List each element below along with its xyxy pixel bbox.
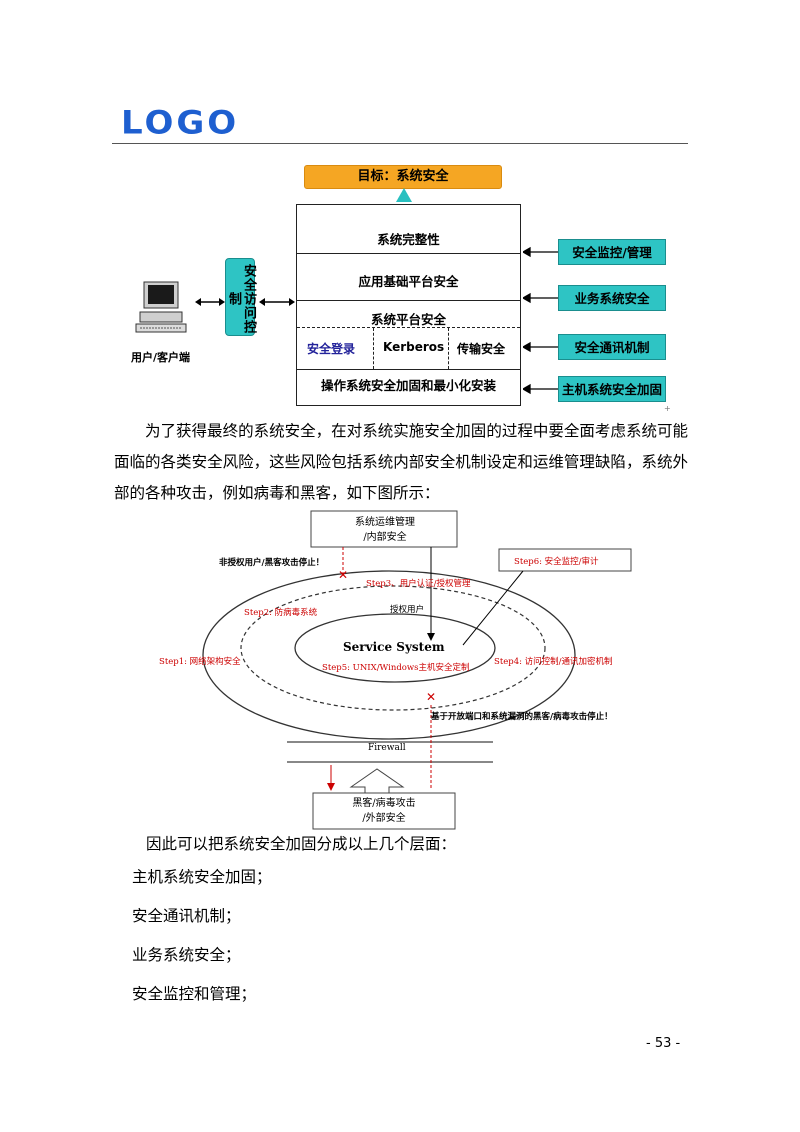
- summary-item: 主机系统安全加固；: [132, 868, 272, 886]
- summary-item: 业务系统安全；: [132, 946, 241, 964]
- computer-icon: [135, 281, 187, 333]
- step5-label: Step5: UNIX/Windows主机安全定制: [322, 663, 470, 673]
- layer-system-platform: 系统平台安全: [370, 312, 446, 327]
- top-box-line-2: /内部安全: [363, 532, 407, 543]
- inner-ring: [294, 613, 496, 683]
- business-security-box: 业务系统安全: [558, 285, 666, 311]
- goal-box: 目标：系统安全: [304, 165, 502, 189]
- access-control-box: 安全访问控制: [225, 258, 256, 336]
- cell-secure-login: 安全登录: [307, 342, 356, 356]
- double-arrow-icon: [195, 298, 225, 306]
- comm-mechanism-box: 安全通讯机制: [558, 334, 666, 360]
- step2-label: Step2: 防病毒系统: [244, 608, 318, 618]
- step1-label: Step1: 网络架构安全: [159, 657, 241, 667]
- monitoring-box: 安全监控/管理: [558, 239, 666, 265]
- bottom-box: [312, 792, 456, 830]
- service-system-label: Service System: [343, 640, 445, 654]
- double-arrow-icon: [259, 298, 295, 306]
- divider: [297, 300, 520, 301]
- layer-app-platform: 应用基础平台安全: [358, 274, 459, 289]
- outer-ring: [202, 570, 576, 740]
- layer-stack: 系统完整性 应用基础平台安全 系统平台安全 安全登录 Kerberos 传输安全…: [296, 204, 521, 406]
- auth-user-label: 授权用户: [390, 605, 425, 615]
- body-paragraph: 为了获得最终的系统安全，在对系统实施安全加固的过程中要全面考虑系统可能面临的各类…: [114, 422, 688, 502]
- dashed-divider: [373, 328, 374, 369]
- step6-label: Step6: 安全监控/审计: [514, 557, 599, 567]
- host-hardening-box: 主机系统安全加固: [558, 376, 666, 402]
- top-box: [310, 510, 458, 548]
- paragraph-mark: +: [664, 404, 671, 413]
- goal-arrow-icon: [396, 188, 412, 202]
- layer-os-hardening: 操作系统安全加固和最小化安装: [320, 378, 496, 393]
- dashed-divider: [297, 327, 520, 328]
- vuln-note: 基于开放端口和系统漏洞的黑客/病毒攻击停止！: [431, 712, 613, 722]
- divider: [297, 369, 520, 370]
- cell-kerberos: Kerberos: [383, 340, 445, 354]
- step6-box: [498, 548, 632, 572]
- left-arrows-icon: [523, 246, 559, 395]
- logo: LOGO: [121, 104, 240, 142]
- layer-integrity: 系统完整性: [377, 232, 440, 247]
- middle-ring: [240, 585, 546, 711]
- divider: [297, 253, 520, 254]
- top-box-text: 系统运维管理 /内部安全: [312, 515, 458, 545]
- summary-item: 安全监控和管理；: [132, 985, 257, 1003]
- svg-text:✕: ✕: [338, 568, 348, 582]
- cell-transport-security: 传输安全: [457, 342, 506, 356]
- security-diagram: ✕ ✕: [202, 510, 632, 830]
- svg-text:✕: ✕: [426, 690, 436, 704]
- access-control-label: 安全访问控制: [226, 264, 256, 334]
- unauth-note: 非授权用户/黑客攻击停止！: [219, 558, 325, 568]
- bottom-box-line-2: /外部安全: [362, 813, 406, 824]
- bottom-box-text: 黑客/病毒攻击 /外部安全: [313, 796, 455, 826]
- header-divider: [112, 143, 688, 144]
- client-label: 用户/客户端: [131, 351, 191, 364]
- dashed-divider: [448, 328, 449, 369]
- page-number: - 53 -: [646, 1036, 681, 1051]
- step4-label: Step4: 访问控制/通讯加密机制: [494, 657, 613, 667]
- top-box-line-1: 系统运维管理: [355, 517, 415, 528]
- summary-item: 安全通讯机制；: [132, 907, 241, 925]
- step3-label: Step3、用户认证/授权管理: [366, 579, 471, 589]
- summary-intro: 因此可以把系统安全加固分成以上几个层面：: [146, 835, 457, 853]
- bottom-box-line-1: 黑客/病毒攻击: [352, 798, 416, 809]
- firewall-label: Firewall: [368, 743, 406, 753]
